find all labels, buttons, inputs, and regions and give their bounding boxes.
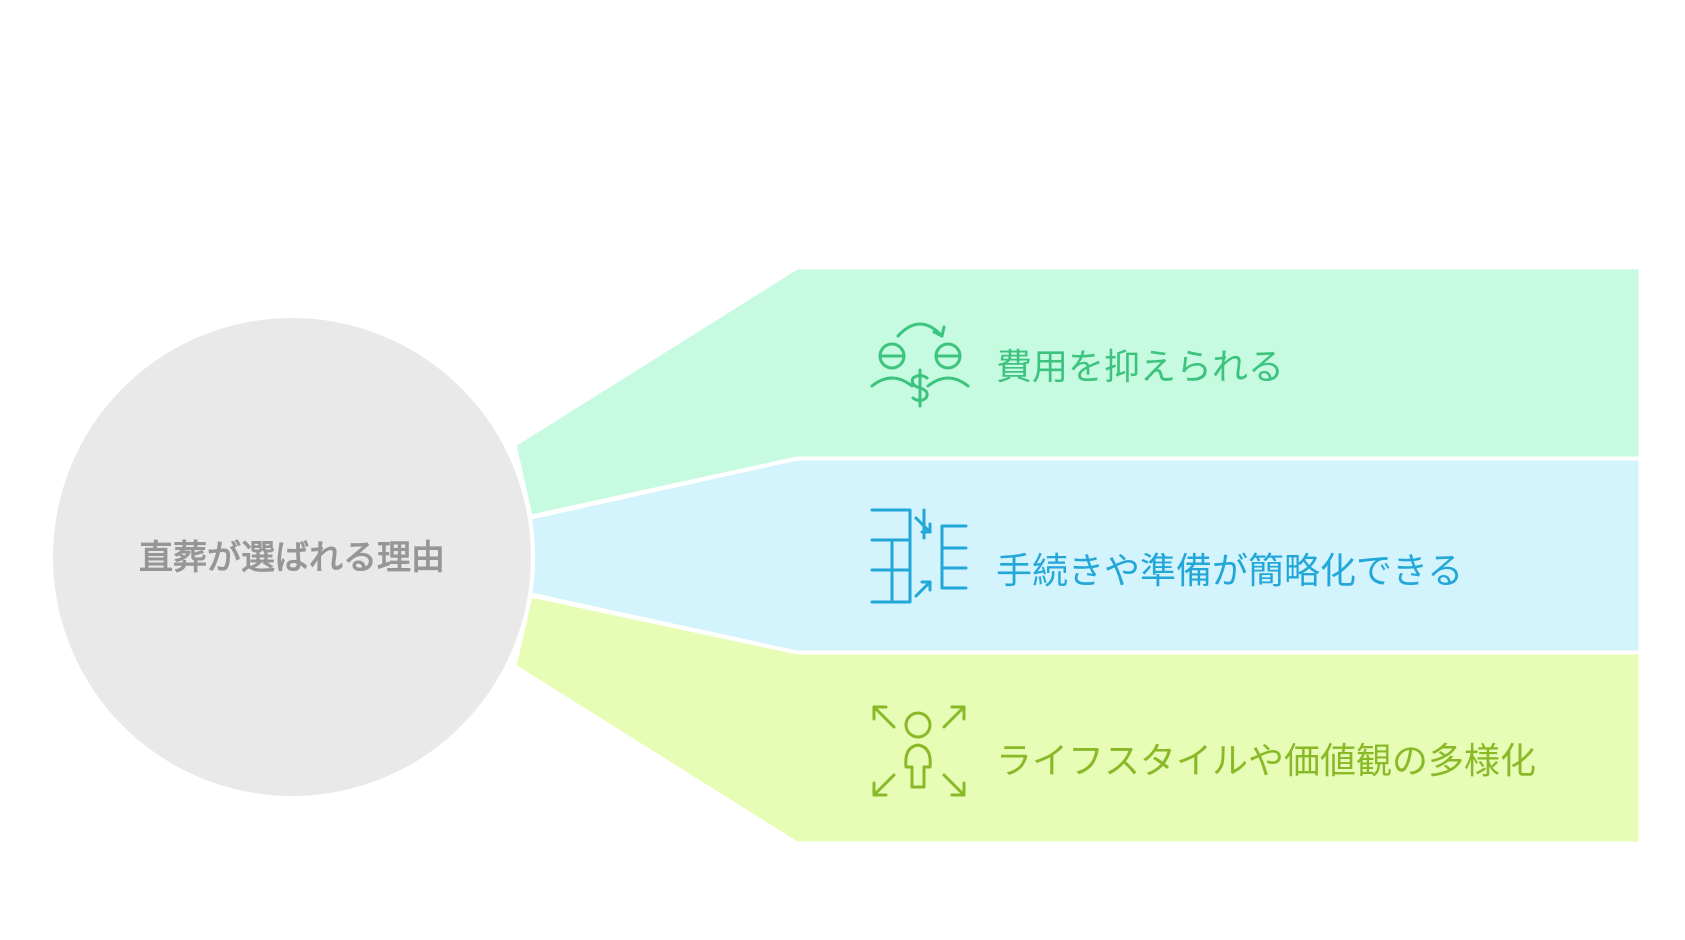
center-title: 直葬が選ばれる理由: [139, 538, 445, 578]
branch-label-diversity: ライフスタイルや価値観の多様化: [996, 741, 1536, 782]
branch-label-cost: 費用を抑えられる: [996, 347, 1284, 388]
simplify-icon: [870, 508, 968, 604]
person-expand-icon: [872, 705, 966, 797]
cost-saving-icon: [870, 322, 970, 408]
branch-3: [513, 594, 1642, 845]
center-circle: [49, 314, 535, 800]
branch-band-diversity: [513, 594, 1642, 845]
branch-label-simplify: 手続きや準備が簡略化できる: [996, 551, 1463, 592]
